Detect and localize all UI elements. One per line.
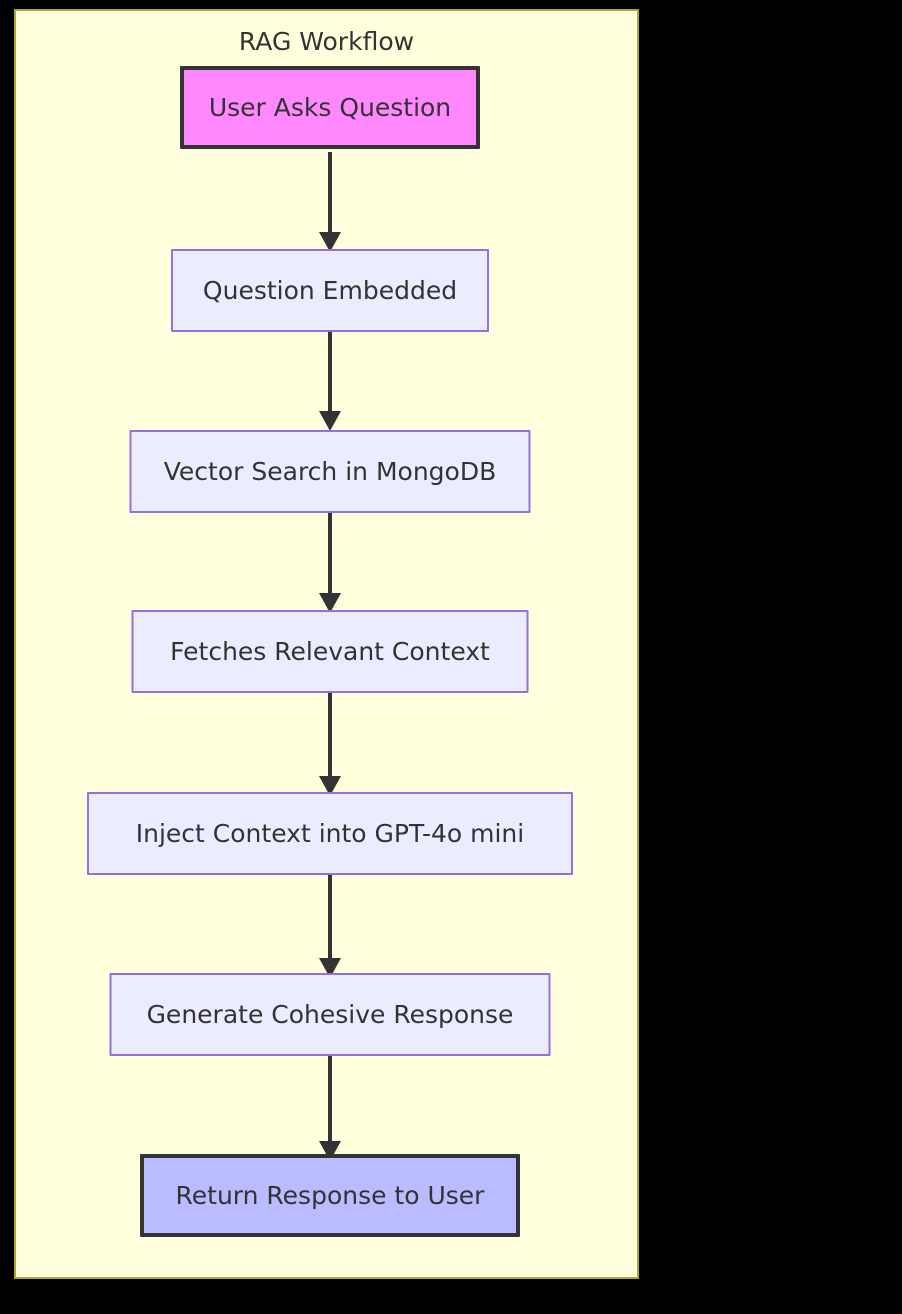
node-label: Inject Context into GPT-4o mini [135, 819, 525, 848]
arrowhead-icon [319, 593, 341, 613]
edge-line [328, 693, 332, 776]
edge-line [328, 513, 332, 593]
node-vector-search-mongodb[interactable]: Vector Search in MongoDB [129, 430, 531, 513]
subgraph-rag-workflow: RAG Workflow [14, 9, 639, 1279]
flow-node-layer: User Asks Question Question Embedded Vec… [16, 11, 637, 1277]
node-generate-cohesive-response[interactable]: Generate Cohesive Response [109, 973, 551, 1056]
arrowhead-icon [319, 232, 341, 252]
node-label: Generate Cohesive Response [146, 1000, 514, 1029]
node-label: Fetches Relevant Context [170, 637, 490, 666]
edge-fetches-relevant-context-to-inject-context-gpt [319, 693, 341, 796]
edge-question-embedded-to-vector-search-mongodb [319, 331, 341, 431]
edge-line [328, 875, 332, 958]
edge-line [328, 1056, 332, 1141]
node-return-response-to-user[interactable]: Return Response to User [140, 1154, 520, 1237]
node-label: User Asks Question [208, 93, 452, 122]
arrowhead-icon [319, 776, 341, 796]
node-label: Question Embedded [202, 276, 458, 305]
node-user-asks-question[interactable]: User Asks Question [180, 66, 480, 149]
node-label: Vector Search in MongoDB [163, 457, 497, 486]
subgraph-title: RAG Workflow [238, 27, 415, 56]
arrowhead-icon [319, 411, 341, 431]
edge-vector-search-mongodb-to-fetches-relevant-context [319, 513, 341, 613]
edge-line [328, 331, 332, 411]
node-inject-context-gpt[interactable]: Inject Context into GPT-4o mini [87, 792, 573, 875]
edge-generate-cohesive-response-to-return-response-to-user [319, 1056, 341, 1161]
node-label: Return Response to User [175, 1181, 485, 1210]
node-question-embedded[interactable]: Question Embedded [171, 249, 489, 332]
edge-inject-context-gpt-to-generate-cohesive-response [319, 875, 341, 978]
edge-user-asks-question-to-question-embedded [319, 152, 341, 252]
edge-line [328, 152, 332, 232]
node-fetches-relevant-context[interactable]: Fetches Relevant Context [131, 610, 529, 693]
